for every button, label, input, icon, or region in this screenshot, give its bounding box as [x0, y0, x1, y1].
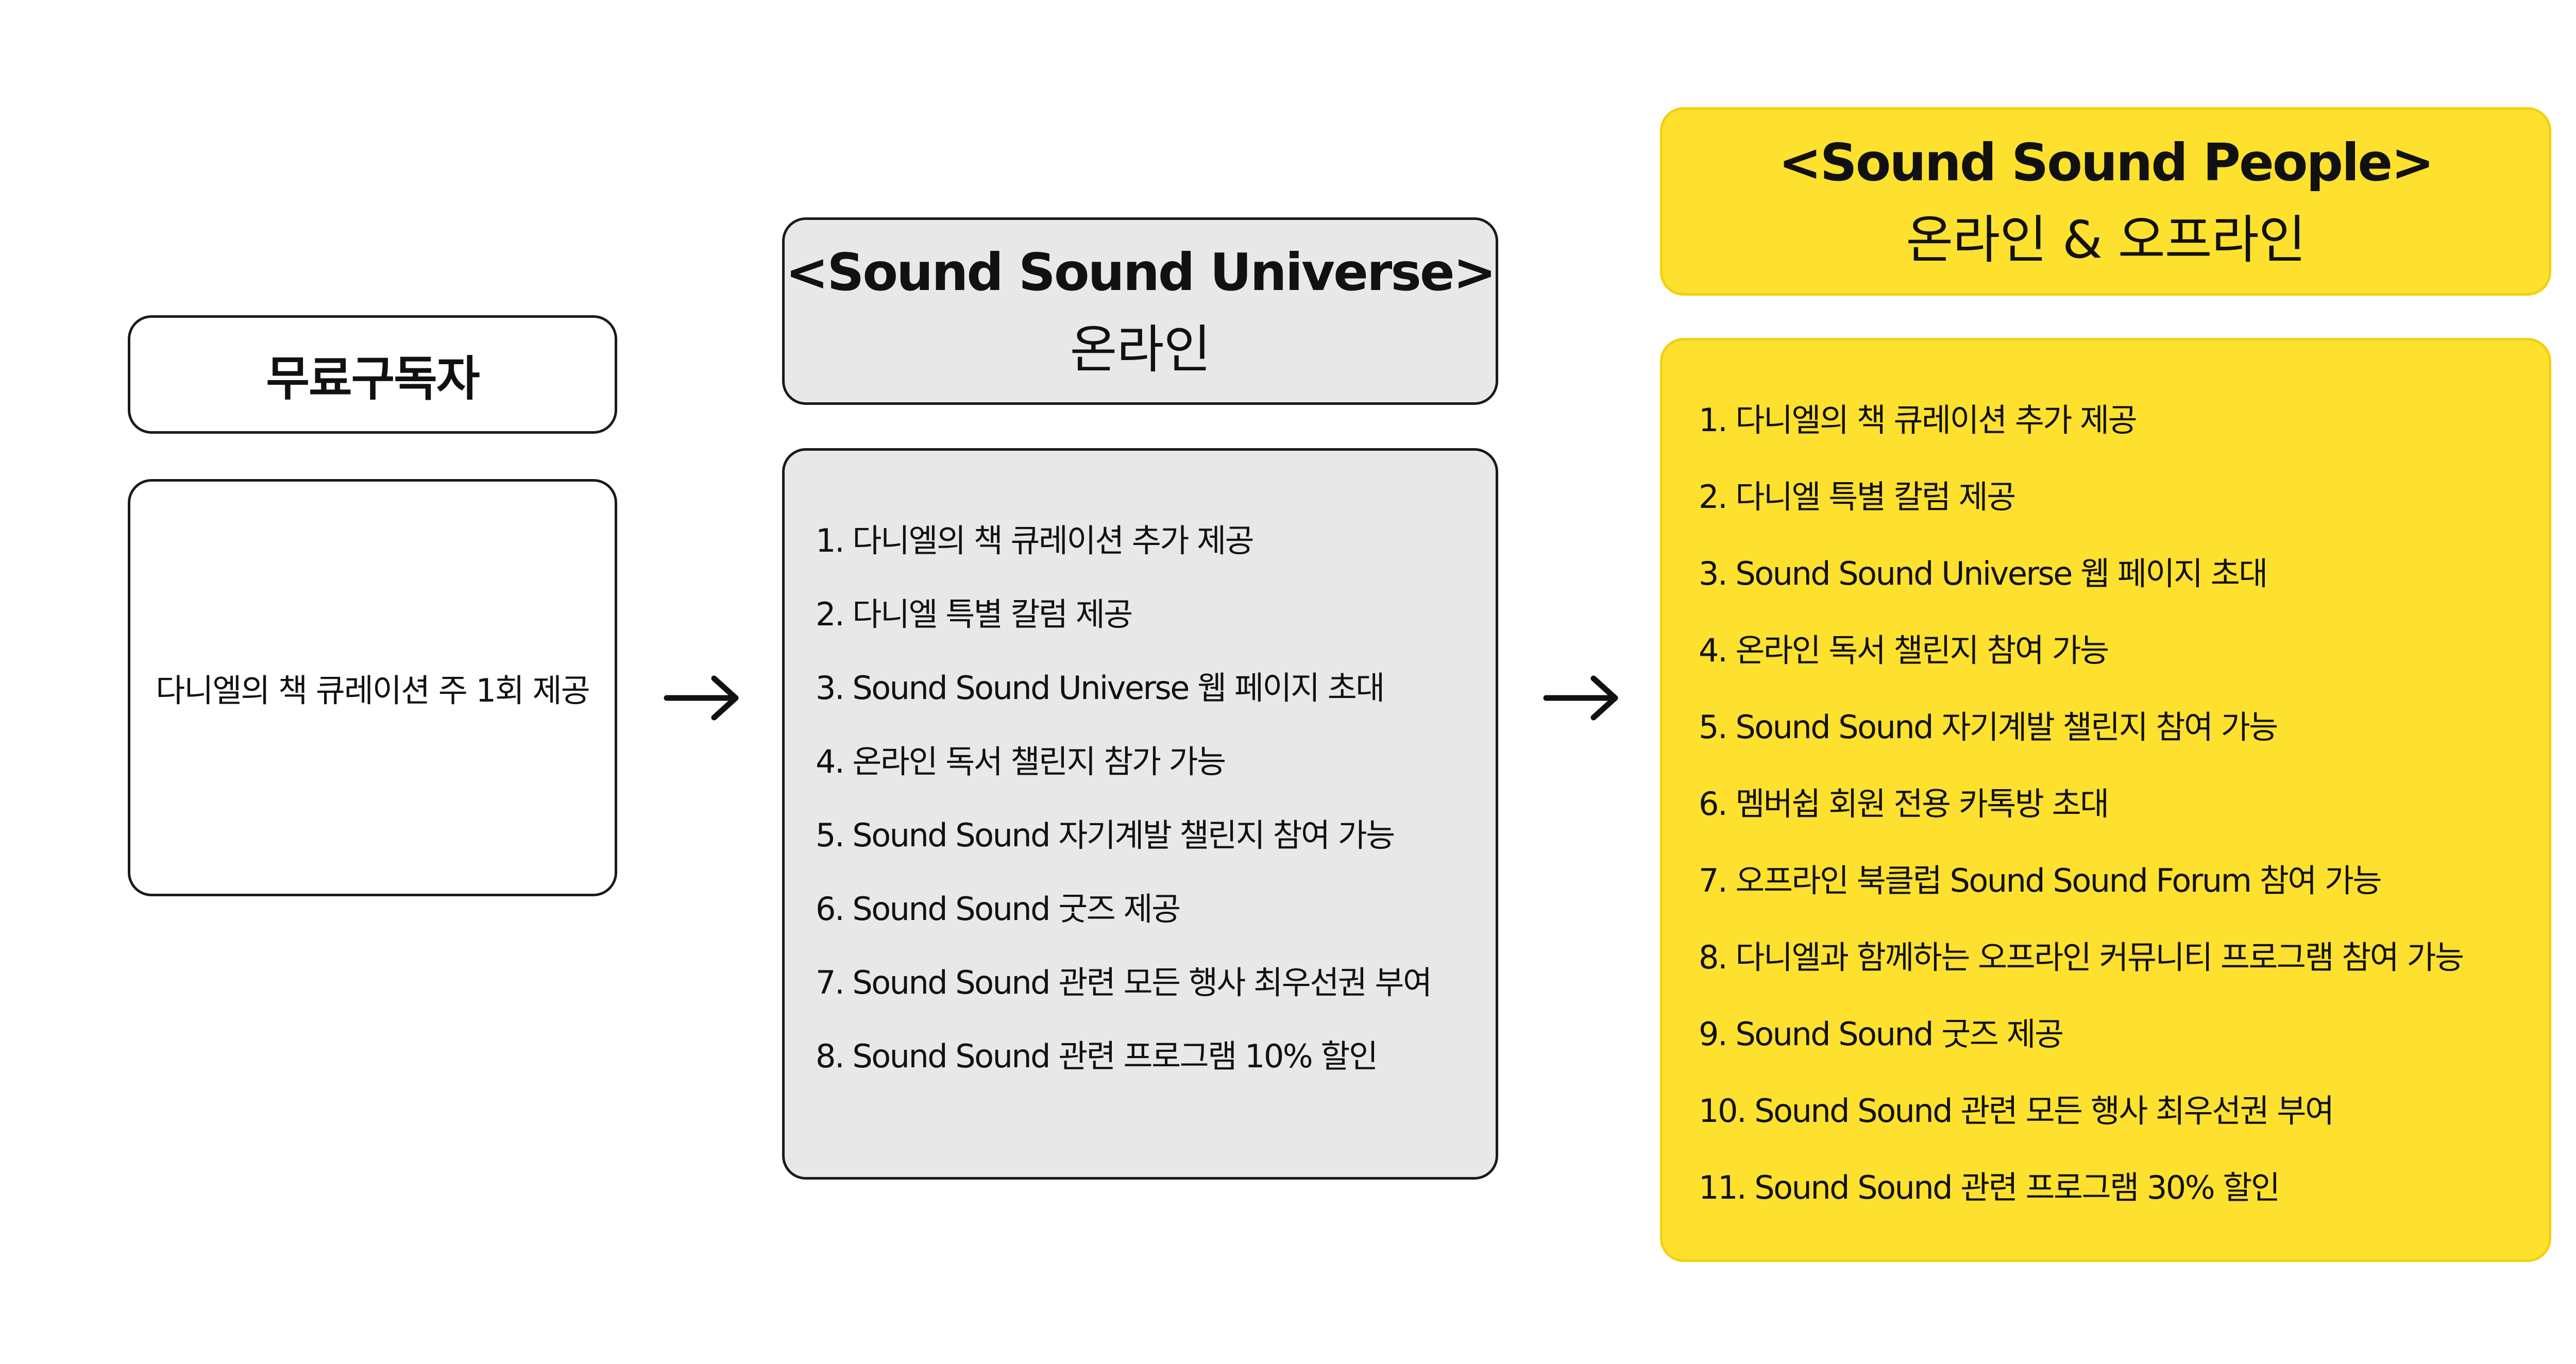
arrow-right-icon: [1543, 675, 1618, 721]
list-item: 2. 다니엘 특별 칼럼 제공: [1699, 478, 2016, 516]
people-tier-title-box: <Sound Sound People> 온라인 & 오프라인: [1660, 107, 2551, 296]
free-tier-title-box: 무료구독자: [128, 315, 617, 434]
list-item: 3. Sound Sound Universe 웹 페이지 초대: [816, 669, 1385, 707]
people-tier-title: <Sound Sound People>: [1778, 132, 2434, 193]
people-benefit-list: 1. 다니엘의 책 큐레이션 추가 제공 2. 다니엘 특별 칼럼 제공 3. …: [1699, 395, 2464, 1239]
list-item: 9. Sound Sound 굿즈 제공: [1699, 1015, 2064, 1053]
list-item: 3. Sound Sound Universe 웹 페이지 초대: [1699, 555, 2268, 592]
people-tier-subtitle: 온라인 & 오프라인: [1906, 210, 2306, 270]
list-item: 6. Sound Sound 굿즈 제공: [816, 890, 1181, 928]
people-tier-benefits-box: 1. 다니엘의 책 큐레이션 추가 제공 2. 다니엘 특별 칼럼 제공 3. …: [1660, 338, 2551, 1262]
list-item: 8. Sound Sound 관련 프로그램 10% 할인: [816, 1037, 1378, 1075]
list-item: 7. Sound Sound 관련 모든 행사 최우선권 부여: [816, 964, 1432, 1001]
list-item: 8. 다니엘과 함께하는 오프라인 커뮤니티 프로그램 참여 가능: [1699, 939, 2464, 976]
universe-benefit-list: 1. 다니엘의 책 큐레이션 추가 제공 2. 다니엘 특별 칼럼 제공 3. …: [816, 515, 1432, 1104]
list-item: 1. 다니엘의 책 큐레이션 추가 제공: [1699, 401, 2138, 439]
universe-tier-title-box: <Sound Sound Universe> 온라인: [782, 217, 1498, 405]
list-item: 4. 온라인 독서 챌린지 참여 가능: [1699, 632, 2109, 669]
list-item: 11. Sound Sound 관련 프로그램 30% 할인: [1699, 1169, 2280, 1206]
list-item: 2. 다니엘 특별 칼럼 제공: [816, 595, 1133, 633]
free-tier-benefits-box: 다니엘의 책 큐레이션 주 1회 제공: [128, 479, 617, 896]
universe-tier-title: <Sound Sound Universe>: [785, 242, 1497, 302]
list-item: 7. 오프라인 북클럽 Sound Sound Forum 참여 가능: [1699, 862, 2382, 899]
list-item: 6. 멤버쉽 회원 전용 카톡방 초대: [1699, 785, 2109, 823]
list-item: 5. Sound Sound 자기계발 챌린지 참여 가능: [816, 816, 1395, 854]
universe-tier-subtitle: 온라인: [1070, 319, 1211, 380]
list-item: 10. Sound Sound 관련 모든 행사 최우선권 부여: [1699, 1092, 2334, 1130]
list-item: 1. 다니엘의 책 큐레이션 추가 제공: [816, 522, 1255, 559]
free-tier-description: 다니엘의 책 큐레이션 주 1회 제공: [156, 672, 590, 709]
free-tier-title: 무료구독자: [266, 351, 480, 406]
list-item: 5. Sound Sound 자기계발 챌린지 참여 가능: [1699, 708, 2278, 746]
universe-tier-benefits-box: 1. 다니엘의 책 큐레이션 추가 제공 2. 다니엘 특별 칼럼 제공 3. …: [782, 448, 1498, 1180]
list-item: 4. 온라인 독서 챌린지 참가 가능: [816, 743, 1226, 780]
arrow-right-icon: [664, 675, 739, 721]
